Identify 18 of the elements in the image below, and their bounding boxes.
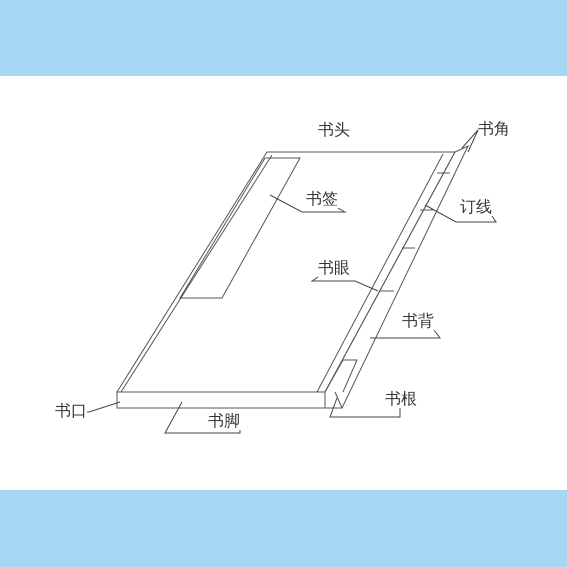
leader-line — [86, 402, 120, 412]
leader-line — [270, 194, 347, 212]
part-label: 书脚 — [208, 412, 240, 430]
leader-line — [462, 130, 478, 148]
leader-line — [164, 402, 240, 434]
part-label: 书头 — [318, 121, 350, 139]
part-label: 订线 — [460, 198, 492, 216]
leader-line — [468, 130, 478, 152]
part-label: 书根 — [385, 390, 417, 408]
leader-line — [329, 398, 400, 418]
part-label: 书眼 — [318, 259, 350, 277]
leader-line — [310, 276, 378, 292]
part-label: 书签 — [306, 190, 338, 208]
leader-line — [424, 204, 497, 222]
part-label: 书口 — [55, 402, 87, 420]
part-label: 书角 — [478, 120, 510, 138]
part-label: 书背 — [402, 312, 434, 330]
leader-line — [370, 330, 441, 338]
